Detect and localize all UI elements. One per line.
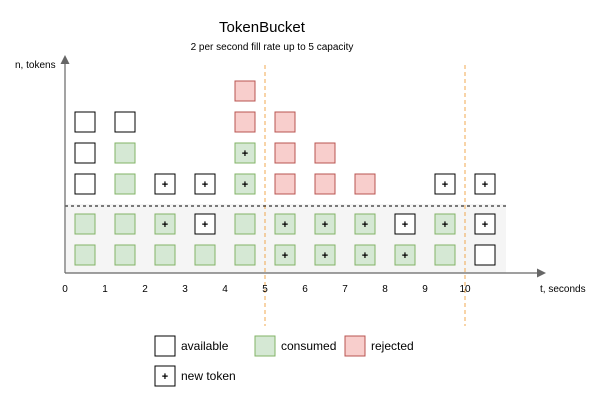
token-rejected-t6.5-r2 bbox=[314, 173, 336, 195]
token-available-t10.5-r2 bbox=[474, 173, 496, 195]
token-consumed-t8.5-r0 bbox=[394, 244, 416, 266]
token-consumed-t9.5-r1 bbox=[434, 213, 456, 235]
token-consumed-t0.5-r1 bbox=[74, 213, 96, 235]
legend-label-new: new token bbox=[181, 369, 236, 383]
token-consumed-t6.5-r0 bbox=[314, 244, 336, 266]
new-token-plus: + bbox=[242, 148, 248, 160]
x-tick-label-4: 4 bbox=[222, 284, 228, 295]
legend-plus-glyph: + bbox=[162, 371, 168, 383]
token-available-t0.5-r4 bbox=[74, 111, 96, 133]
legend-label-available: available bbox=[181, 339, 229, 353]
token-consumed-t4.5-r3 bbox=[234, 142, 256, 164]
legend-swatch-consumed bbox=[254, 335, 276, 357]
token-consumed-t4.5-r1 bbox=[234, 213, 256, 235]
x-tick-label-3: 3 bbox=[182, 284, 188, 295]
x-tick-label-9: 9 bbox=[422, 284, 428, 295]
legend-label-rejected: rejected bbox=[371, 339, 414, 353]
token-consumed-t6.5-r1 bbox=[314, 213, 336, 235]
token-available-t3.5-r2 bbox=[194, 173, 216, 195]
x-tick-label-1: 1 bbox=[102, 284, 108, 295]
legend-label-consumed: consumed bbox=[281, 339, 336, 353]
y-axis-label: n, tokens bbox=[15, 60, 56, 71]
token-rejected-t4.5-r4 bbox=[234, 111, 256, 133]
legend-swatch-available bbox=[154, 335, 176, 357]
token-rejected-t6.5-r3 bbox=[314, 142, 336, 164]
x-tick-label-2: 2 bbox=[142, 284, 148, 295]
x-axis-arrow bbox=[537, 268, 546, 278]
token-consumed-t5.5-r1 bbox=[274, 213, 296, 235]
token-consumed-t9.5-r0 bbox=[434, 244, 456, 266]
new-token-plus: + bbox=[282, 219, 288, 231]
y-axis-arrow bbox=[60, 55, 70, 64]
token-available-t0.5-r2 bbox=[74, 173, 96, 195]
x-axis-label: t, seconds bbox=[540, 284, 586, 295]
token-consumed-t7.5-r1 bbox=[354, 213, 376, 235]
x-tick-label-8: 8 bbox=[382, 284, 388, 295]
new-token-plus: + bbox=[162, 219, 168, 231]
new-token-plus: + bbox=[202, 219, 208, 231]
legend: available consumed rejected + new token bbox=[154, 335, 414, 387]
token-available-t0.5-r3 bbox=[74, 142, 96, 164]
token-rejected-t5.5-r4 bbox=[274, 111, 296, 133]
new-token-plus: + bbox=[162, 179, 168, 191]
legend-swatch-new bbox=[154, 365, 176, 387]
token-consumed-t1.5-r3 bbox=[114, 142, 136, 164]
new-token-plus: + bbox=[402, 250, 408, 262]
new-token-plus: + bbox=[482, 179, 488, 191]
token-consumed-t4.5-r2 bbox=[234, 173, 256, 195]
diagram-subtitle: 2 per second fill rate up to 5 capacity bbox=[191, 42, 354, 53]
new-token-plus: + bbox=[362, 219, 368, 231]
x-tick-label-5: 5 bbox=[262, 284, 268, 295]
new-token-plus: + bbox=[442, 179, 448, 191]
token-rejected-t7.5-r2 bbox=[354, 173, 376, 195]
token-available-t9.5-r2 bbox=[434, 173, 456, 195]
token-consumed-t5.5-r0 bbox=[274, 244, 296, 266]
new-token-plus: + bbox=[482, 219, 488, 231]
token-consumed-t7.5-r0 bbox=[354, 244, 376, 266]
new-token-plus: + bbox=[442, 219, 448, 231]
token-consumed-t4.5-r0 bbox=[234, 244, 256, 266]
diagram-title: TokenBucket bbox=[219, 19, 306, 36]
token-consumed-t1.5-r0 bbox=[114, 244, 136, 266]
token-consumed-t1.5-r2 bbox=[114, 173, 136, 195]
token-available-t1.5-r4 bbox=[114, 111, 136, 133]
new-token-plus: + bbox=[322, 219, 328, 231]
token-available-t10.5-r1 bbox=[474, 213, 496, 235]
token-consumed-t2.5-r0 bbox=[154, 244, 176, 266]
token-rejected-t5.5-r3 bbox=[274, 142, 296, 164]
token-rejected-t4.5-r5 bbox=[234, 80, 256, 102]
token-consumed-t3.5-r0 bbox=[194, 244, 216, 266]
new-token-plus: + bbox=[282, 250, 288, 262]
token-rejected-t5.5-r2 bbox=[274, 173, 296, 195]
token-available-t10.5-r0 bbox=[474, 244, 496, 266]
new-token-plus: + bbox=[242, 179, 248, 191]
x-tick-label-0: 0 bbox=[62, 284, 68, 295]
new-token-plus: + bbox=[402, 219, 408, 231]
token-available-t8.5-r1 bbox=[394, 213, 416, 235]
token-consumed-t0.5-r0 bbox=[74, 244, 96, 266]
legend-swatch-rejected bbox=[344, 335, 366, 357]
token-consumed-t2.5-r1 bbox=[154, 213, 176, 235]
new-token-plus: + bbox=[202, 179, 208, 191]
new-token-plus: + bbox=[322, 250, 328, 262]
token-available-t3.5-r1 bbox=[194, 213, 216, 235]
x-tick-label-7: 7 bbox=[342, 284, 348, 295]
x-tick-label-6: 6 bbox=[302, 284, 308, 295]
token-consumed-t1.5-r1 bbox=[114, 213, 136, 235]
token-available-t2.5-r2 bbox=[154, 173, 176, 195]
x-tick-label-10: 10 bbox=[459, 284, 471, 295]
new-token-plus: + bbox=[362, 250, 368, 262]
